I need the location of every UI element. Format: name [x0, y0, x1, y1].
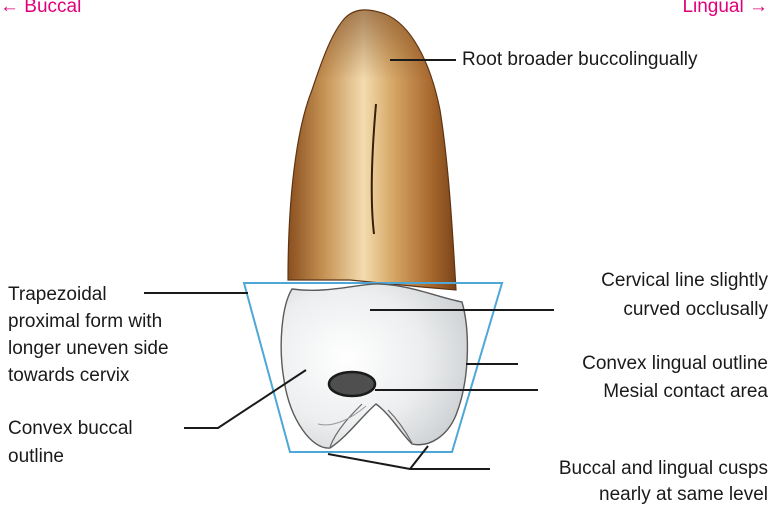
label-cusps-1: Buccal and lingual cusps: [559, 457, 768, 480]
label-trapezoidal-2: proximal form with: [8, 310, 162, 333]
mesial-contact-area: [329, 372, 375, 396]
tooth-crown: [281, 284, 467, 448]
label-mesial-contact: Mesial contact area: [603, 380, 768, 403]
label-cervical-line-1: Cervical line slightly: [601, 269, 768, 292]
label-convex-buccal-2: outline: [8, 445, 64, 468]
label-root-broader: Root broader buccolingually: [462, 48, 698, 71]
label-cusps-2: nearly at same level: [599, 483, 768, 506]
label-trapezoidal-1: Trapezoidal: [8, 283, 107, 306]
label-convex-buccal-1: Convex buccal: [8, 417, 133, 440]
buccal-direction-label: ← Buccal: [0, 0, 81, 18]
tooth-root: [288, 10, 456, 290]
lingual-direction-label: Lingual →: [682, 0, 768, 18]
leader-cusps-lingual: [410, 446, 428, 469]
label-convex-lingual: Convex lingual outline: [582, 352, 768, 375]
label-trapezoidal-3: longer uneven side: [8, 337, 169, 360]
label-trapezoidal-4: towards cervix: [8, 364, 129, 387]
label-cervical-line-2: curved occlusally: [623, 298, 768, 321]
leader-cusps: [328, 454, 490, 469]
